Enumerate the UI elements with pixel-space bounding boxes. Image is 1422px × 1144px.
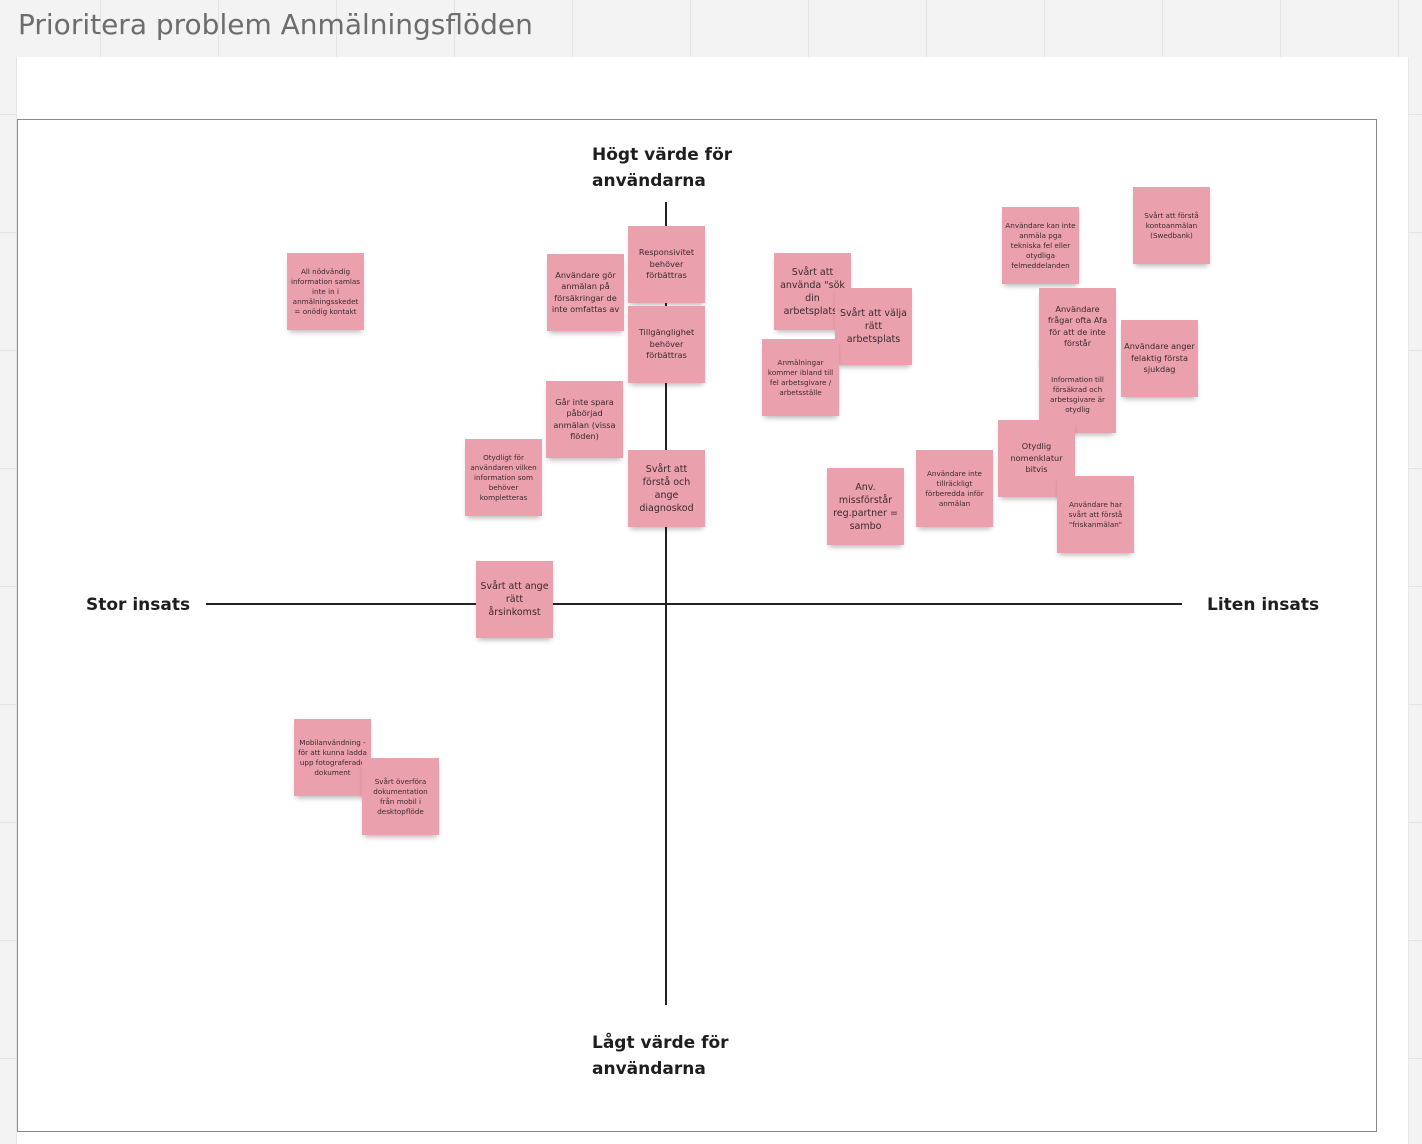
axis-label-top: Högt värde för användarna: [592, 145, 733, 191]
axis-label-right: Liten insats: [1207, 595, 1320, 615]
sticky-note[interactable]: Svårt att förstå kontoanmälan (Swedbank): [1133, 187, 1210, 264]
sticky-note[interactable]: Tillgänglighet behöver förbättras: [628, 306, 705, 383]
sticky-note[interactable]: Användare inte tillräckligt förberedda i…: [916, 450, 993, 527]
sticky-note[interactable]: Svårt att välja rätt arbetsplats: [835, 288, 912, 365]
sticky-note[interactable]: Responsivitet behöver förbättras: [628, 226, 705, 303]
sticky-note[interactable]: Svårt överföra dokumentation från mobil …: [362, 758, 439, 835]
sticky-note[interactable]: Mobilanvändning - för att kunna ladda up…: [294, 719, 371, 796]
sticky-note[interactable]: Användare frågar ofta Afa för att de int…: [1039, 288, 1116, 365]
sticky-note[interactable]: Anmälningar kommer ibland till fel arbet…: [762, 339, 839, 416]
horizontal-axis: [206, 603, 1182, 605]
sticky-note[interactable]: Användare gör anmälan på försäkringar de…: [547, 254, 624, 331]
sticky-note[interactable]: Anv. missförstår reg.partner = sambo: [827, 468, 904, 545]
board-title: Prioritera problem Anmälningsflöden: [18, 8, 533, 41]
priority-matrix: Högt värde för användarna Lågt värde för…: [17, 119, 1377, 1132]
sticky-note[interactable]: All nödvändig information samlas inte in…: [287, 253, 364, 330]
sticky-note[interactable]: Svårt att ange rätt årsinkomst: [476, 561, 553, 638]
sticky-note[interactable]: Otydligt för användaren vilken informati…: [465, 439, 542, 516]
sticky-note[interactable]: Användare har svårt att förstå "friskanm…: [1057, 476, 1134, 553]
sticky-note[interactable]: Användare kan inte anmäla pga tekniska f…: [1002, 207, 1079, 284]
sticky-note[interactable]: Går inte spara påbörjad anmälan (vissa f…: [546, 381, 623, 458]
sticky-note[interactable]: Användare anger felaktig första sjukdag: [1121, 320, 1198, 397]
sticky-note[interactable]: Svårt att förstå och ange diagnoskod: [628, 450, 705, 527]
axis-label-left: Stor insats: [86, 595, 191, 615]
axis-label-bottom: Lågt värde för användarna: [592, 1033, 729, 1079]
